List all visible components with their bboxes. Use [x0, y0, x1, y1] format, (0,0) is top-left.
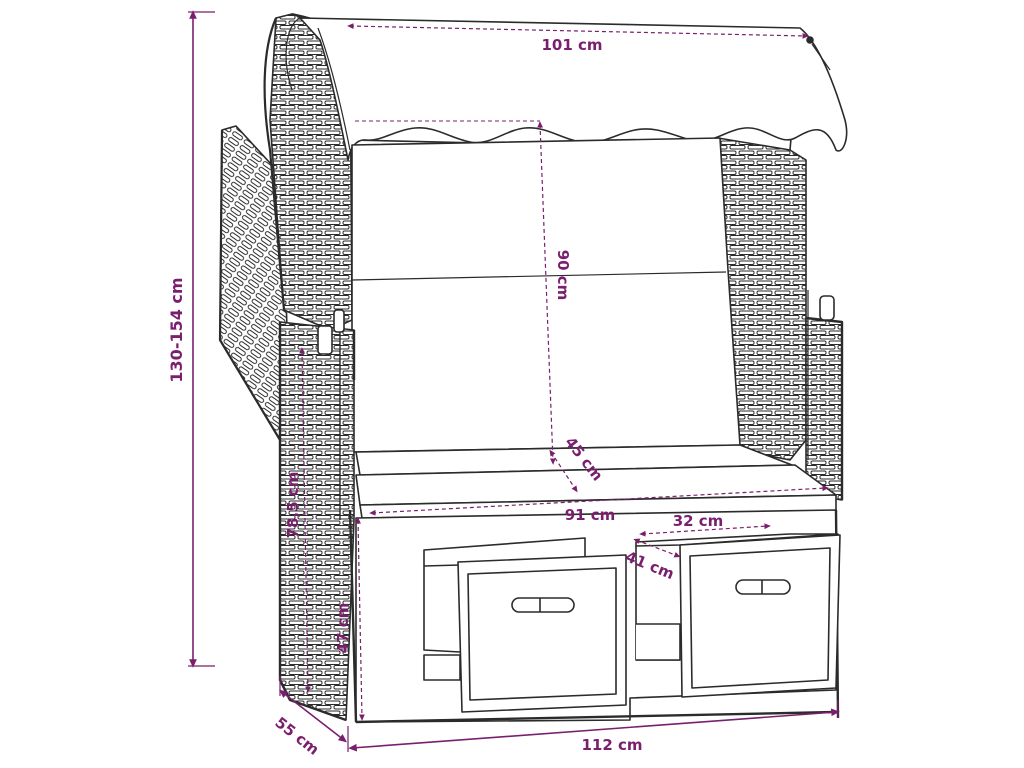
seat-width-line	[369, 485, 829, 516]
dimension-annotations	[188, 10, 840, 752]
base-depth-line	[278, 689, 348, 743]
canopy-width-line	[347, 23, 809, 39]
armrest-height-label: 78,5 cm	[284, 472, 302, 539]
left-footrest-drawer	[423, 537, 627, 713]
seat-height-label: 47 cm	[334, 603, 352, 654]
footrest-width-label: 32 cm	[673, 512, 724, 530]
right-armrest-frame	[805, 317, 843, 501]
total-width-label: 112 cm	[581, 736, 642, 754]
backrest-height-line	[537, 121, 556, 465]
footrest-depth-line	[633, 538, 681, 558]
beach-chair-illustration	[218, 13, 848, 724]
backrest-height-label: 90 cm	[554, 250, 572, 301]
seat-width-label: 91 cm	[565, 506, 616, 524]
seat-depth-line	[549, 449, 578, 493]
footrest-width-line	[639, 523, 771, 537]
total-width-line	[348, 708, 840, 752]
total-height-label: 130-154 cm	[167, 277, 186, 382]
right-footrest-drawer	[635, 533, 841, 698]
seat-height-line	[355, 517, 365, 721]
armrest-height-line	[299, 347, 311, 693]
canopy-awning	[299, 17, 848, 161]
canopy-width-label: 101 cm	[541, 36, 602, 54]
base-depth-label: 55 cm	[272, 713, 323, 758]
